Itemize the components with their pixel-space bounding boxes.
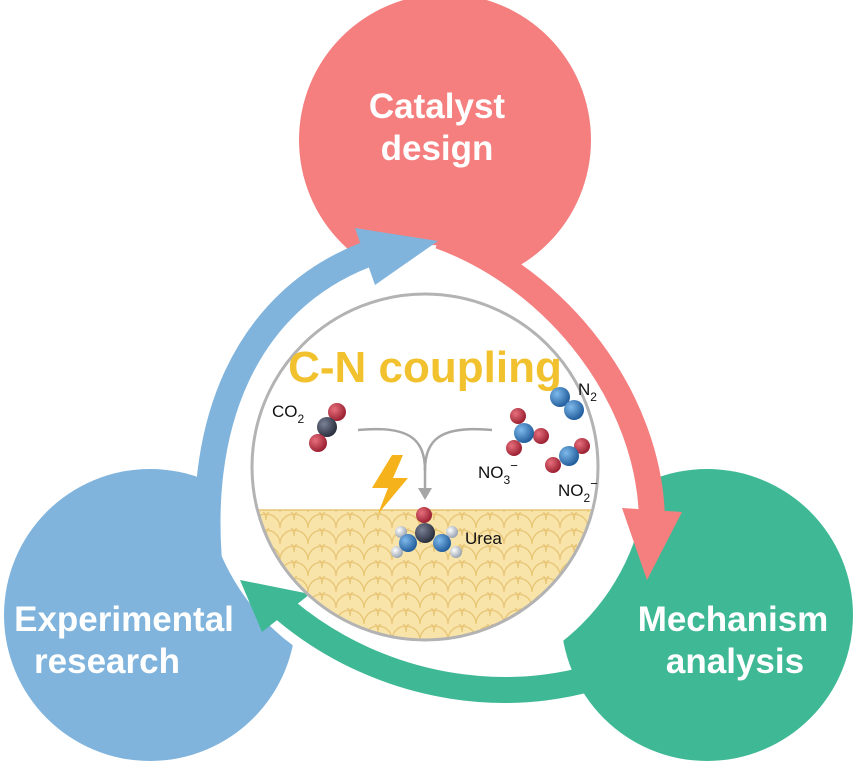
cycle-arrow-red bbox=[435, 223, 682, 580]
mechanism-analysis-label: Mechanism bbox=[638, 600, 829, 639]
catalyst-design-node bbox=[299, 0, 591, 286]
c-n-coupling-panel: C-N coupling CO2 N2 bbox=[250, 292, 600, 642]
curved-merge-arrow-icon bbox=[357, 427, 493, 500]
catalyst-design-label-2: design bbox=[381, 129, 494, 168]
experimental-research-label: Experimental bbox=[14, 600, 234, 639]
cycle-arrow-green bbox=[240, 580, 641, 703]
mechanism-analysis-label-2: analysis bbox=[666, 642, 804, 681]
urea-molecule bbox=[391, 507, 462, 558]
no3-molecule bbox=[506, 408, 549, 456]
no3-label: NO3− bbox=[478, 458, 518, 487]
n2-molecule bbox=[550, 387, 584, 420]
catalyst-design-label: Catalyst bbox=[369, 87, 506, 126]
lightning-bolt-icon bbox=[372, 455, 408, 514]
cycle-arrow-blue bbox=[194, 228, 438, 592]
panel-title: C-N coupling bbox=[288, 343, 562, 392]
experimental-research-label-2: research bbox=[34, 642, 180, 681]
urea-label: Urea bbox=[465, 529, 502, 548]
n2-label: N2 bbox=[578, 380, 597, 404]
no2-label: NO2− bbox=[558, 476, 598, 505]
co2-molecule bbox=[309, 403, 346, 452]
co2-label: CO2 bbox=[272, 402, 305, 426]
no2-molecule bbox=[545, 438, 590, 473]
